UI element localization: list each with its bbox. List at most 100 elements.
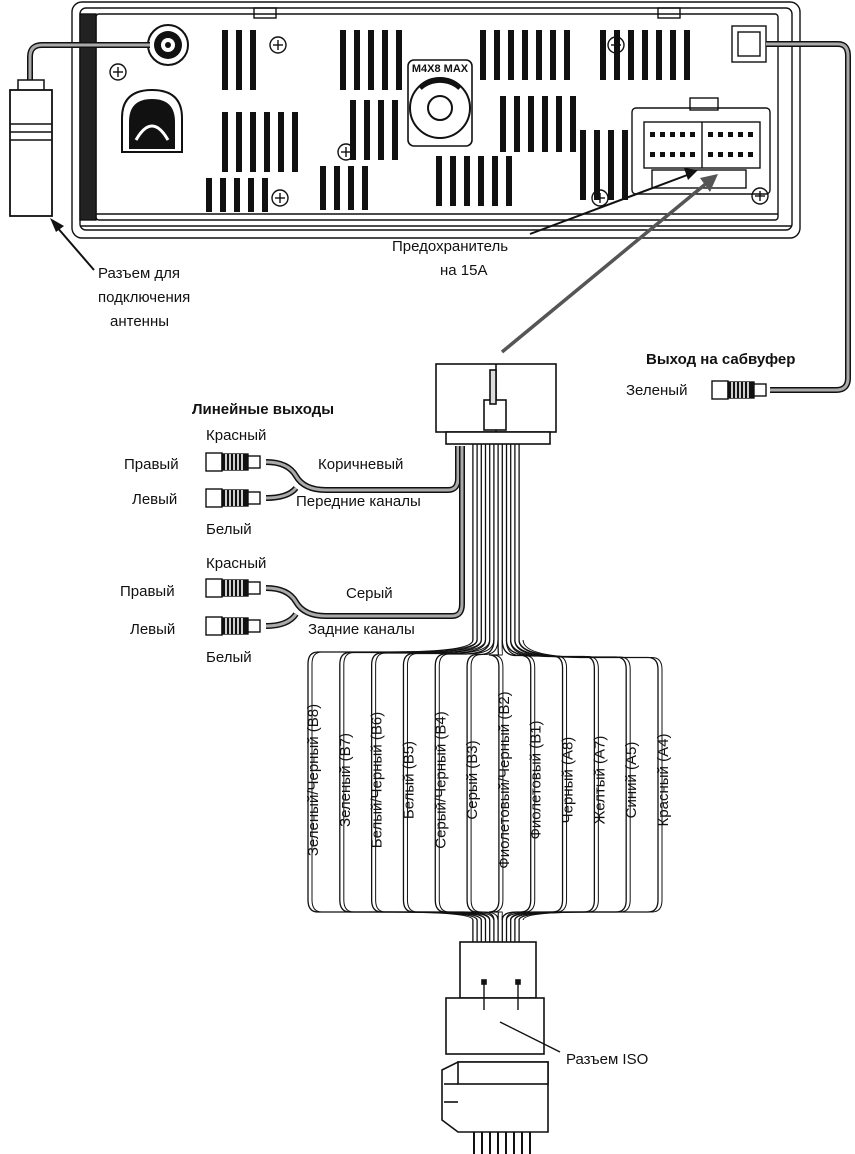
harness-wire-label: Черный (A8): [560, 737, 577, 824]
harness-bundle: [307, 444, 663, 944]
rca-rear-left-plug: [205, 616, 261, 636]
vent-slot-29: [464, 156, 470, 206]
vent-slot-39: [564, 30, 570, 80]
rear-white-label: Белый: [206, 649, 252, 666]
antenna-label: Разъем для подключения антенны: [98, 265, 194, 330]
vent-slot-41: [514, 96, 520, 152]
harness-wire: [501, 639, 532, 921]
harness-wire-label: Желтый (A7): [591, 736, 608, 825]
harness-wire-label: Серый (B3): [464, 740, 481, 819]
vent-slot-28: [450, 156, 456, 206]
vent-slot-4: [236, 112, 242, 172]
vent-slot-54: [656, 30, 662, 80]
harness-wire-label: Серый/Черный (B4): [432, 711, 449, 848]
vent-slot-46: [580, 130, 586, 200]
vent-slot-2: [250, 30, 256, 90]
vent-slot-17: [382, 30, 388, 90]
vent-slot-50: [600, 30, 606, 80]
subwoofer-rca-plug: [711, 380, 767, 400]
vent-slot-42: [528, 96, 534, 152]
rca-subwoofer-plug: [711, 380, 767, 400]
harness-top-connector: [435, 363, 557, 445]
subwoofer-port: [731, 25, 767, 63]
vent-slot-15: [354, 30, 360, 90]
iso-socket-on-unit: [631, 97, 771, 195]
vent-slot-53: [642, 30, 648, 80]
vent-slot-11: [234, 178, 240, 212]
harness-wire-outline: [492, 639, 504, 921]
vent-slot-52: [628, 30, 634, 80]
iso-arrow: [499, 1021, 561, 1053]
harness-wire-labels: Зеленый/Черный (B8)Зеленый (B7)Белый/Чер…: [305, 691, 672, 868]
stud-stamp: M4X8 MAX: [412, 63, 469, 75]
subwoofer-color: Зеленый: [626, 382, 687, 399]
iso-label: Разъем ISO: [566, 1051, 648, 1068]
front-right-label: Правый: [124, 456, 179, 473]
vent-slot-13: [262, 178, 268, 212]
front-wire-color: Коричневый: [318, 456, 403, 473]
vent-slot-27: [436, 156, 442, 206]
vent-slot-16: [368, 30, 374, 90]
screw-icon: [109, 63, 127, 81]
harness-wire-label: Фиолетовый/Черный (B2): [496, 691, 513, 868]
fuse-arrow: [529, 168, 698, 235]
antenna-arrow: [50, 218, 95, 271]
fuse-label: Предохранитель на 15А: [392, 238, 512, 279]
front-red-label: Красный: [206, 427, 266, 444]
vent-slot-25: [348, 166, 354, 210]
front-left-label: Левый: [132, 491, 177, 508]
screw-icon: [337, 143, 355, 161]
mount-cutout: [121, 88, 183, 153]
vent-slot-51: [614, 30, 620, 80]
vent-slot-18: [396, 30, 402, 90]
vent-slot-31: [492, 156, 498, 206]
screw-icon: [751, 187, 769, 205]
rca-rear-right-plug: [205, 578, 261, 598]
harness-wire-label: Синий (A5): [623, 742, 640, 819]
harness-wire-outline: [510, 639, 568, 921]
vent-slot-1: [236, 30, 242, 90]
vent-slot-37: [536, 30, 542, 80]
vent-slots: [206, 30, 690, 212]
vent-slot-3: [222, 112, 228, 172]
vent-slot-6: [264, 112, 270, 172]
subwoofer-cable: [766, 41, 851, 393]
vent-slot-24: [334, 166, 340, 210]
vent-slot-56: [684, 30, 690, 80]
front-rca-cables: [265, 446, 461, 501]
harness-to-socket-arrow: [500, 174, 718, 354]
vent-slot-10: [220, 178, 226, 212]
vent-slot-47: [594, 130, 600, 200]
vent-slot-36: [522, 30, 528, 80]
harness-wire-label: Белый/Черный (B6): [369, 712, 386, 848]
screw-icon: [607, 36, 625, 54]
front-white-label: Белый: [206, 521, 252, 538]
vent-slot-32: [506, 156, 512, 206]
rca-plugs: [205, 452, 261, 636]
iso-connector: [441, 941, 549, 1154]
vent-slot-12: [248, 178, 254, 212]
vent-slot-23: [320, 166, 326, 210]
vent-slot-49: [622, 130, 628, 200]
vent-slot-7: [278, 112, 284, 172]
harness-wire-outline: [522, 639, 663, 921]
rca-front-right-plug: [205, 452, 261, 472]
front-channels-label: Передние каналы: [296, 493, 421, 510]
vent-slot-48: [608, 130, 614, 200]
harness-wire-label: Зеленый/Черный (B8): [305, 704, 322, 856]
harness-wire-label: Фиолетовый (B1): [528, 720, 545, 839]
vent-slot-22: [392, 100, 398, 160]
rca-front-left-plug: [205, 488, 261, 508]
antenna-socket: [147, 24, 189, 66]
vent-slot-0: [222, 30, 228, 90]
rear-left-label: Левый: [130, 621, 175, 638]
screw-icon: [269, 36, 287, 54]
rear-wire-color: Серый: [346, 585, 393, 602]
center-stud: M4X8 MAX: [407, 59, 473, 147]
vent-slot-21: [378, 100, 384, 160]
vent-slot-45: [570, 96, 576, 152]
vent-slot-30: [478, 156, 484, 206]
vent-slot-55: [670, 30, 676, 80]
rear-right-label: Правый: [120, 583, 175, 600]
screw-icon: [271, 189, 289, 207]
